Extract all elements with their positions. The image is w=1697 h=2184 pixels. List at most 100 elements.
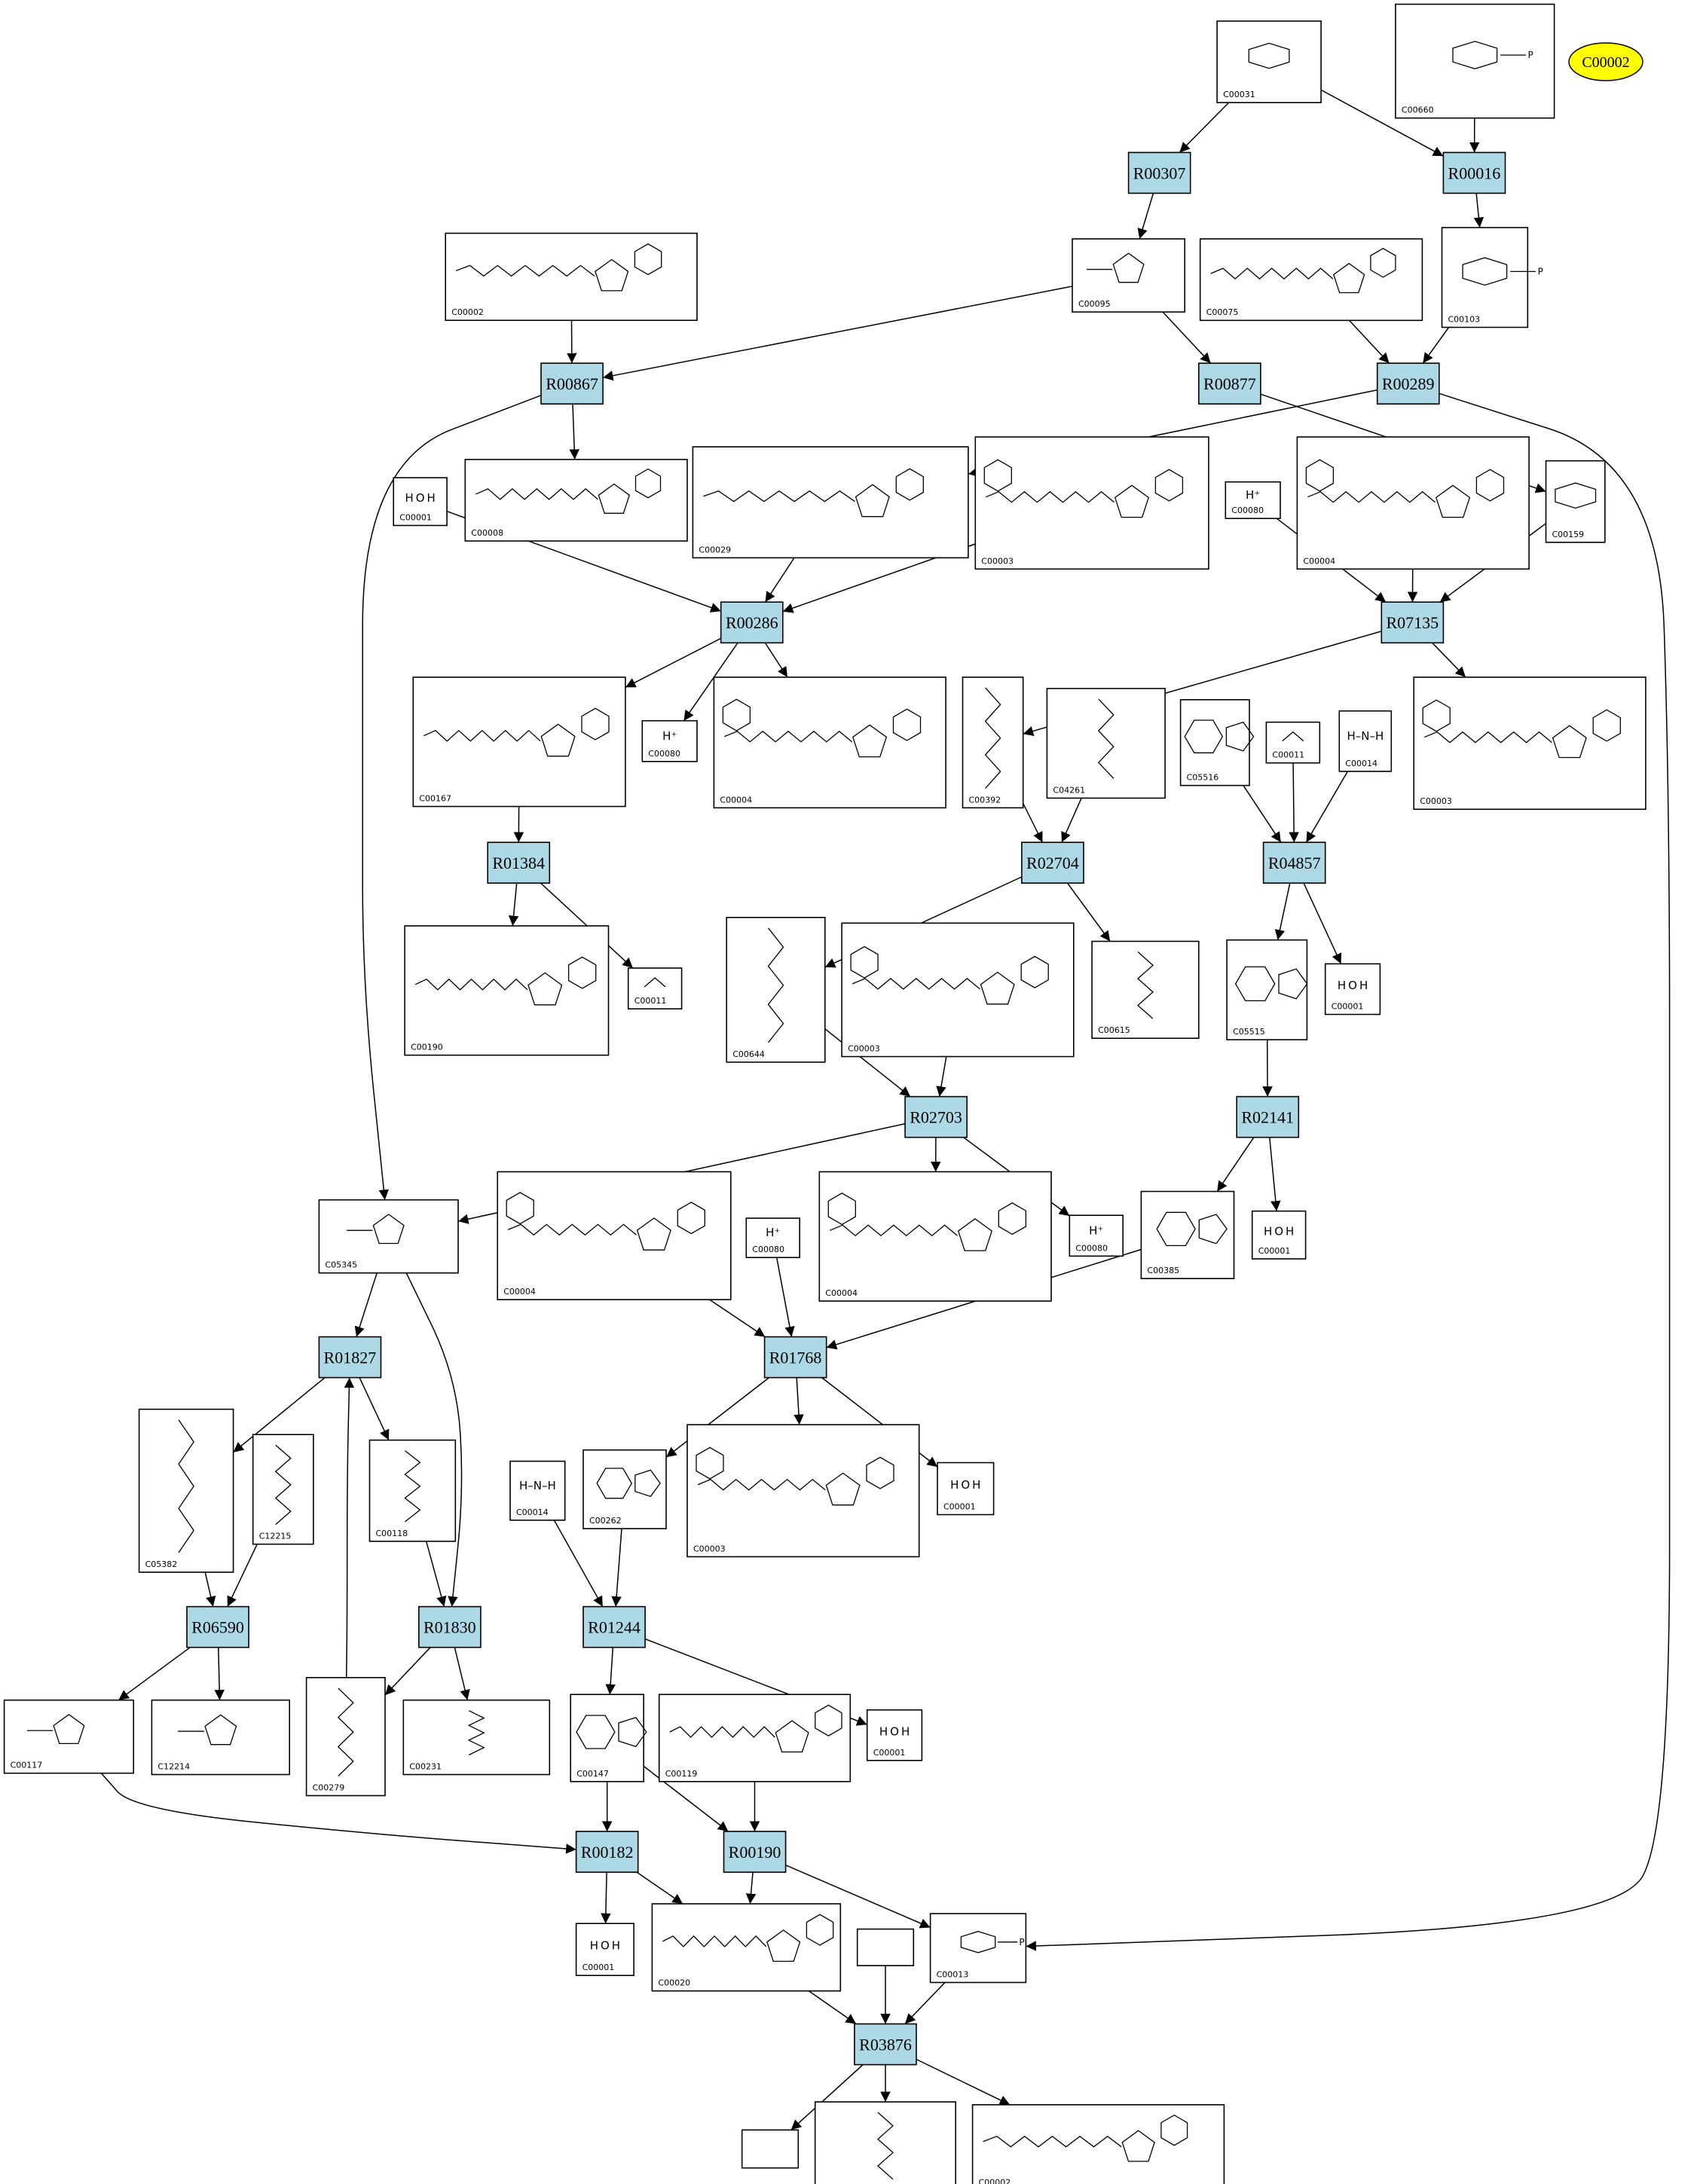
compound-node[interactable]: H⁺C00080: [641, 719, 698, 762]
compound-node[interactable]: C00003: [1413, 677, 1647, 811]
reaction-node[interactable]: R01830: [417, 1605, 482, 1648]
reaction-node[interactable]: R00016: [1442, 151, 1506, 194]
compound-node[interactable]: H⁺C00080: [1225, 481, 1281, 520]
reaction-node[interactable]: R00190: [723, 1831, 787, 1873]
compound-node[interactable]: C00615: [1091, 940, 1200, 1039]
compound-node[interactable]: C00011: [627, 967, 683, 1010]
compound-node[interactable]: C00644: [726, 917, 826, 1063]
compound-node[interactable]: C05382: [138, 1408, 234, 1573]
compound-node[interactable]: C00008: [464, 459, 688, 542]
nicotinamide-ring-icon: [850, 945, 879, 979]
edge-R00190-to-c_c00020: [745, 1872, 757, 1905]
compound-node[interactable]: C00119: [658, 1694, 852, 1782]
compound-node[interactable]: H⁺C00080: [1069, 1214, 1124, 1257]
ribose-ring-icon: [766, 1929, 801, 1963]
reaction-node[interactable]: R01384: [487, 842, 551, 884]
reaction-node[interactable]: R01827: [318, 1336, 382, 1379]
compound-node[interactable]: C00190: [404, 925, 610, 1056]
edge-R06590-to-c_c00117: [118, 1647, 191, 1701]
compound-box: [368, 1439, 457, 1542]
reaction-node[interactable]: R01768: [763, 1336, 827, 1379]
reaction-node[interactable]: R00289: [1376, 362, 1440, 405]
compound-node[interactable]: C00117: [3, 1699, 135, 1774]
compound-node[interactable]: C02188: [814, 2101, 956, 2184]
reaction-node[interactable]: R07135: [1381, 601, 1445, 644]
reaction-node[interactable]: R00867: [540, 362, 604, 405]
heterocycle-ring-icon: [1156, 1211, 1196, 1247]
compound-node[interactable]: C12215: [252, 1434, 314, 1545]
edge-R07135-to-c_c00003_b: [1432, 642, 1466, 678]
compound-node[interactable]: C00002: [445, 232, 698, 322]
compound-node[interactable]: C00004: [713, 677, 946, 809]
compound-box: [974, 436, 1209, 570]
compound-id-label: C00392: [969, 795, 1001, 805]
reaction-node[interactable]: R02141: [1236, 1095, 1300, 1138]
compound-node[interactable]: [741, 2129, 800, 2169]
edge-R01830-to-c_c00279: [384, 1647, 431, 1696]
compound-node[interactable]: C00002: [971, 2104, 1225, 2184]
compound-node[interactable]: C00004: [1296, 436, 1530, 570]
reaction-node[interactable]: R00182: [575, 1831, 639, 1873]
compound-node[interactable]: C04261: [1046, 688, 1166, 799]
reaction-node[interactable]: R00286: [720, 601, 784, 644]
compound-node[interactable]: H⁺C00080: [745, 1217, 800, 1259]
sugar-ring-icon: [1462, 257, 1508, 286]
compound-node[interactable]: C00118: [368, 1439, 457, 1542]
reaction-box: [318, 1336, 382, 1379]
reaction-node[interactable]: R01244: [582, 1605, 646, 1648]
compound-node[interactable]: C00147: [570, 1694, 647, 1782]
compound-node[interactable]: C12214: [151, 1699, 290, 1776]
compound-node[interactable]: C00385: [1140, 1190, 1235, 1279]
base-ring-icon: [892, 708, 922, 741]
compound-id-label: C12214: [157, 1762, 190, 1772]
reaction-id-label: R01244: [588, 1618, 641, 1637]
compound-node[interactable]: [856, 1928, 915, 1966]
compound-id-label: C00004: [720, 795, 752, 805]
reaction-node[interactable]: R02704: [1021, 842, 1084, 884]
edge-R00190-to-c_c00013: [785, 1865, 931, 1929]
compound-node[interactable]: C00003: [974, 436, 1209, 570]
reaction-id-label: R04857: [1268, 854, 1321, 872]
compound-node[interactable]: C00003: [841, 922, 1075, 1058]
reaction-node[interactable]: R00307: [1127, 151, 1191, 194]
compound-node[interactable]: C00003: [686, 1424, 920, 1558]
compound-id-label: C00004: [1303, 556, 1335, 566]
compound-node[interactable]: C00262: [582, 1449, 667, 1529]
compound-node[interactable]: C00031: [1216, 20, 1322, 103]
compound-node[interactable]: C00011: [1265, 721, 1321, 764]
reaction-node[interactable]: R03876: [854, 2023, 917, 2066]
reaction-id-label: R00289: [1382, 374, 1435, 393]
compound-node[interactable]: C00392: [962, 677, 1024, 809]
reaction-node[interactable]: R04857: [1262, 842, 1326, 884]
compound-node[interactable]: C00095: [1072, 238, 1185, 313]
compound-node[interactable]: C00004: [818, 1171, 1052, 1302]
compound-node[interactable]: C05515: [1226, 939, 1308, 1040]
compound-node[interactable]: C00167: [412, 677, 626, 808]
compound-node[interactable]: C00020: [651, 1903, 842, 1992]
compound-node[interactable]: C00231: [402, 1699, 551, 1776]
compound-node[interactable]: C00029: [692, 446, 969, 559]
compound-node[interactable]: C05345: [318, 1199, 459, 1274]
compound-node[interactable]: C00279: [305, 1677, 386, 1797]
reaction-node[interactable]: R02703: [904, 1095, 968, 1138]
compound-node[interactable]: C00159: [1545, 460, 1606, 543]
compound-node[interactable]: C00075: [1199, 238, 1423, 322]
compound-node[interactable]: C05516: [1179, 698, 1255, 787]
reaction-node[interactable]: R00877: [1198, 362, 1261, 405]
highlighted-compound[interactable]: C00002: [1568, 42, 1643, 81]
compound-node[interactable]: C00004: [497, 1171, 732, 1300]
reaction-node[interactable]: R06590: [186, 1605, 249, 1648]
proton-glyph: H⁺: [662, 729, 677, 743]
